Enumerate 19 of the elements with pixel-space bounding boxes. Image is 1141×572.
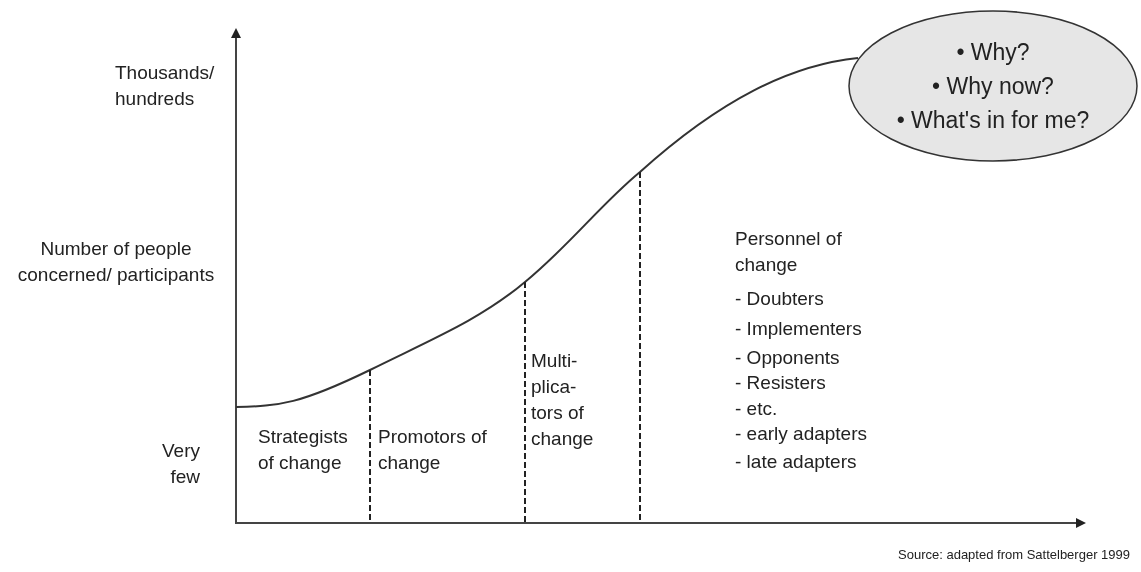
list-item: - Opponents (735, 346, 840, 370)
source-note: Source: adapted from Sattelberger 1999 (897, 546, 1130, 564)
region-label: Strategists of change (258, 425, 349, 475)
list-item: - late adapters (735, 450, 857, 474)
region-label: Personnel of change (735, 227, 843, 277)
axis-label: Very few (160, 439, 200, 489)
axis-label: Number of people concerned/ participants (16, 237, 216, 287)
bullet-question: • Why now? (932, 72, 1054, 101)
list-item: - etc. (735, 397, 778, 421)
question-ellipse (848, 10, 1138, 162)
list-item: - Implementers (735, 317, 862, 341)
region-label: Multi- plica- tors of change (531, 349, 595, 451)
list-item: - Doubters (735, 287, 824, 311)
list-item: - early adapters (735, 422, 867, 446)
region-label: Promotors of change (378, 425, 488, 475)
axis-label: Thousands/ hundreds (115, 61, 216, 111)
bullet-question: • What's in for me? (896, 106, 1090, 135)
bullet-question: • Why? (956, 38, 1030, 67)
list-item: - Resisters (735, 371, 826, 395)
